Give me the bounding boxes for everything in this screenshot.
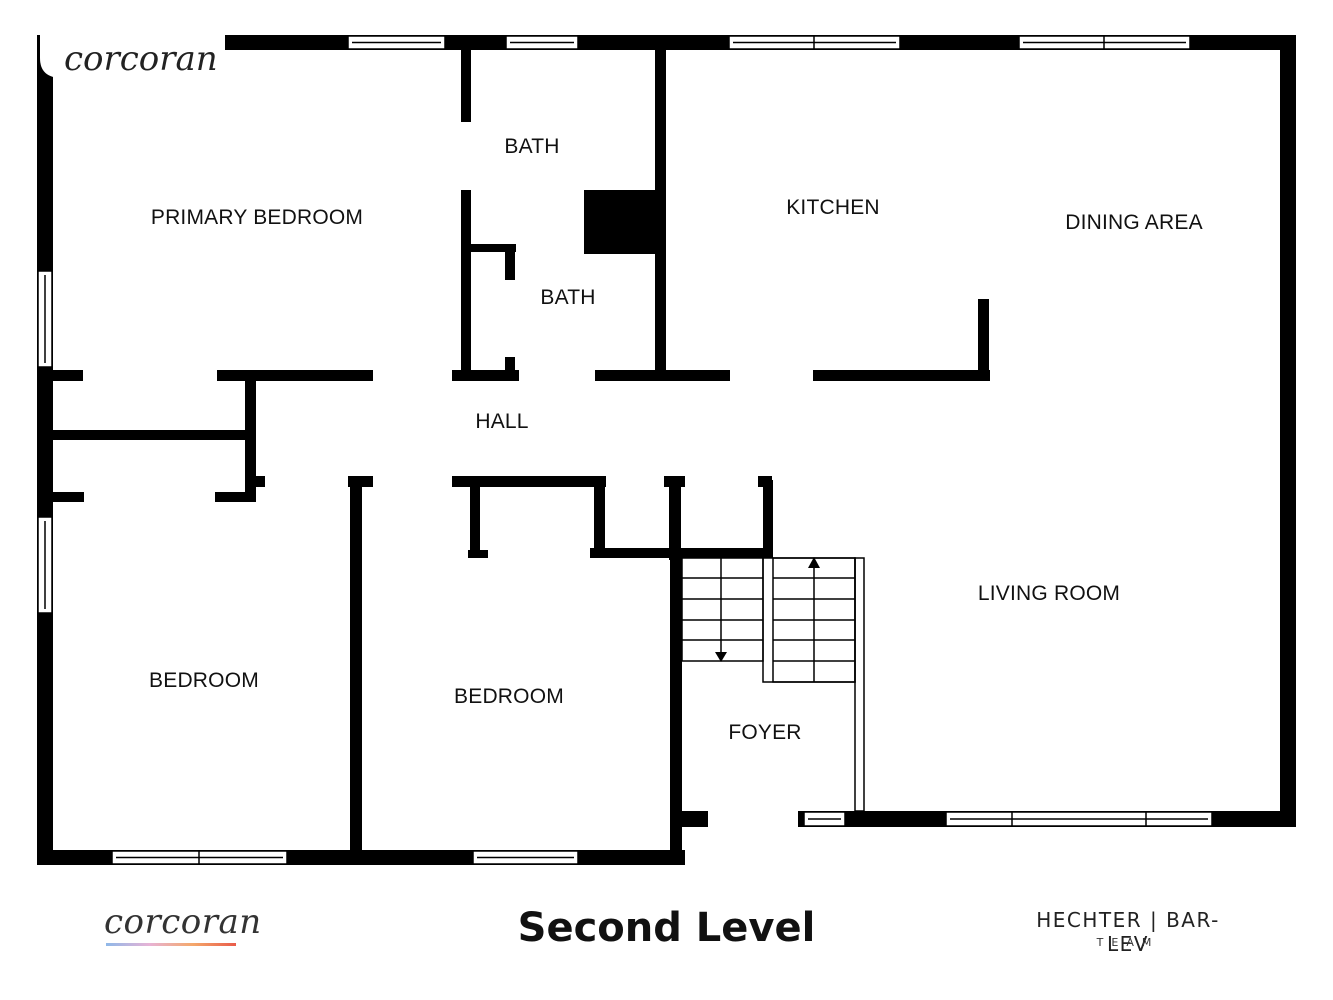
room-label-dining-area: DINING AREA <box>1065 211 1203 234</box>
walls <box>37 35 1296 865</box>
arrow-down-icon <box>715 652 727 662</box>
room-labels: PRIMARY BEDROOM BATH BATH KITCHEN DINING… <box>149 135 1203 744</box>
stair-rail <box>854 557 865 812</box>
room-label-primary-bedroom: PRIMARY BEDROOM <box>151 206 363 229</box>
room-label-living-room: LIVING ROOM <box>978 582 1120 605</box>
top-logo-text: corcoran <box>64 39 218 79</box>
arrow-up-icon <box>808 557 820 568</box>
top-logo: corcoran <box>40 35 225 79</box>
room-label-bedroom-center: BEDROOM <box>454 685 564 708</box>
stairs-up <box>762 557 856 683</box>
team-name: HECHTER | BAR-LEV <box>1036 908 1220 956</box>
room-label-kitchen: KITCHEN <box>786 196 880 219</box>
level-title: Second Level <box>517 905 816 951</box>
room-label-bath-upper: BATH <box>504 135 559 158</box>
room-label-foyer: FOYER <box>728 721 801 744</box>
bottom-logo-rule <box>106 943 236 946</box>
team-sub: TEAM <box>1096 936 1160 949</box>
door-openings <box>83 122 813 828</box>
bottom-logo: corcoran <box>104 902 262 942</box>
room-label-bedroom-left: BEDROOM <box>149 669 259 692</box>
windows <box>37 35 1213 865</box>
room-label-bath-lower: BATH <box>540 286 595 309</box>
window-mullions <box>44 36 1208 864</box>
room-label-hall: HALL <box>475 410 528 433</box>
stairs-down <box>681 557 764 662</box>
